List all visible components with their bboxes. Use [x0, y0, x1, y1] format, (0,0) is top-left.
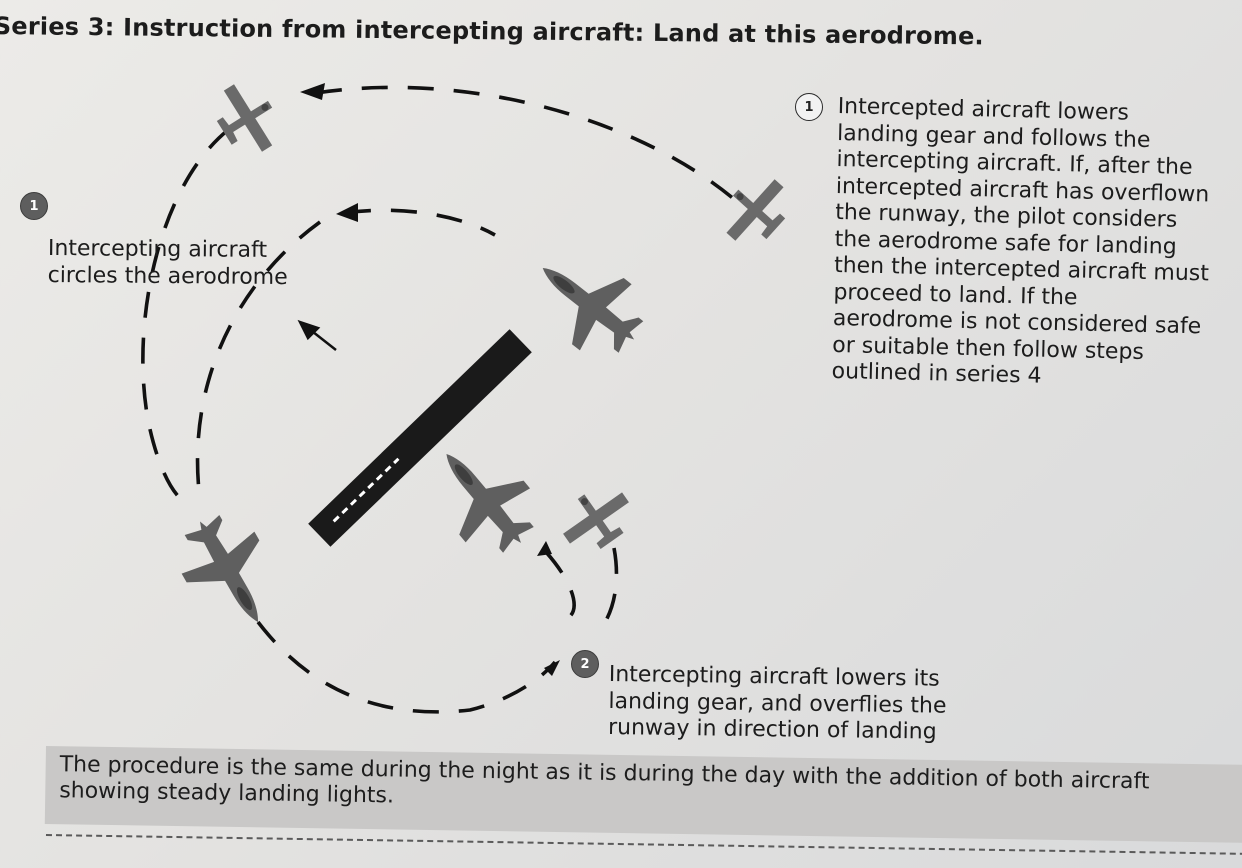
caption-intercepting-overflies: Intercepting aircraft lowers its landing… — [608, 662, 947, 746]
outer-circuit-path — [315, 85, 737, 202]
fighter-jet-icon — [163, 500, 295, 643]
step-marker-2: 2 — [571, 650, 599, 678]
caption-line: Intercepting aircraft — [47, 236, 268, 263]
step-marker-1-right: 1 — [795, 93, 823, 121]
fighter-jet-icon — [414, 427, 554, 570]
light-aircraft-icon — [711, 165, 800, 256]
runway-icon — [308, 329, 532, 547]
right-return-path — [544, 550, 576, 620]
note-text: The procedure is the same during the nig… — [59, 752, 1150, 821]
light-aircraft-icon — [205, 73, 290, 164]
fighter-jet-icon — [516, 234, 660, 373]
lower-arc-path — [256, 620, 557, 714]
caption-line: runway in direction of landing — [607, 714, 937, 745]
caption-intercepted-follows: Intercepted aircraft lowers landing gear… — [831, 94, 1212, 394]
inner-left-path — [195, 220, 322, 501]
caption-line: circles the aerodrome — [47, 262, 288, 290]
caption-line: Intercepting aircraft lowers its — [608, 662, 940, 692]
inner-circuit-path — [344, 208, 496, 237]
light-aircraft-icon — [551, 476, 642, 562]
step-marker-1-left: 1 — [20, 192, 48, 220]
left-outer-path — [141, 128, 230, 507]
light-aircraft-trail-path — [598, 547, 619, 632]
caption-intercepting-circles: Intercepting aircraft circles the aerodr… — [48, 236, 289, 291]
